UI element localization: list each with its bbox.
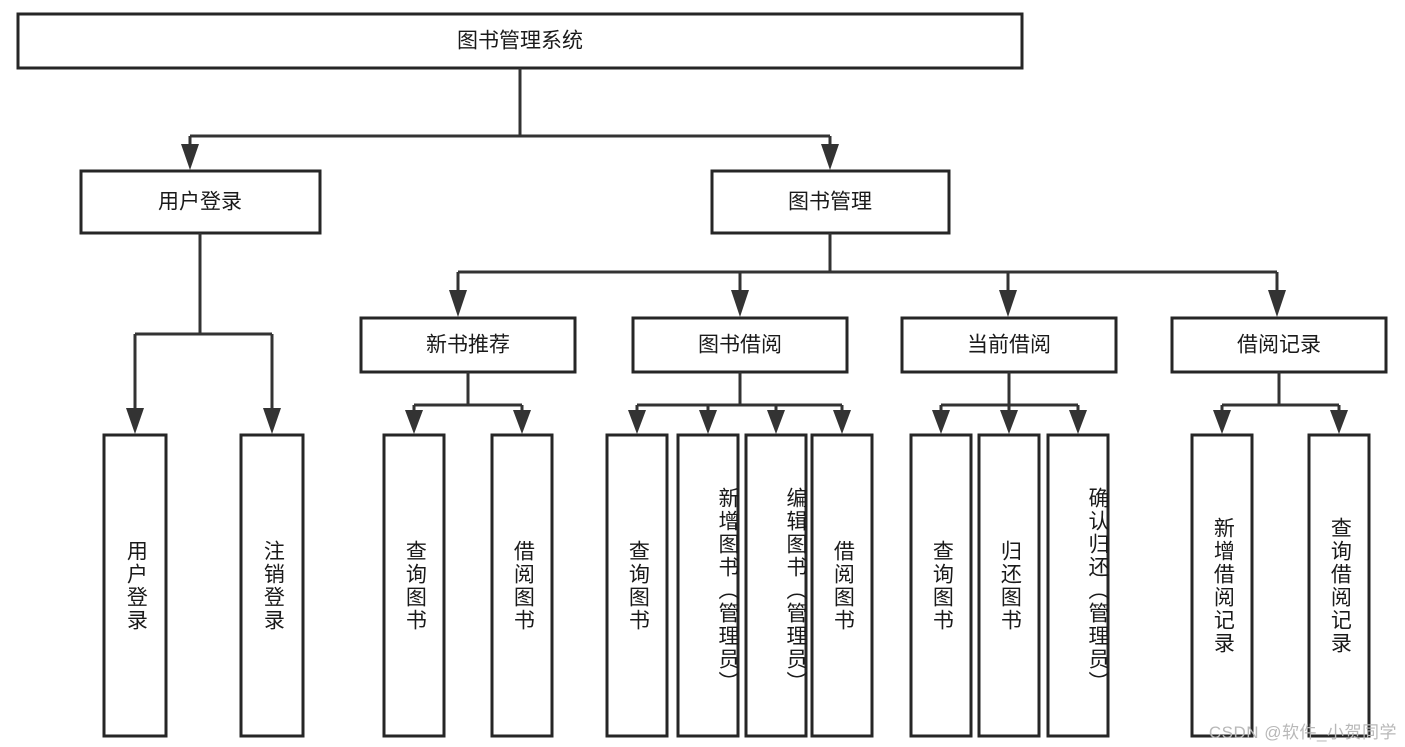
leaf-boxes: [102, 433, 1371, 738]
connector-root-to-level1: [181, 68, 839, 170]
arrow-head-icon: [821, 144, 839, 170]
arrow-head-icon: [767, 410, 785, 434]
node-new-book-recommend-label: 新书推荐: [426, 334, 510, 357]
node-root-label: 图书管理系统: [457, 30, 583, 53]
arrow-head-icon: [1330, 410, 1348, 434]
arrow-head-icon: [1213, 410, 1231, 434]
leaf-add-book-rect[interactable]: [676, 433, 740, 738]
node-root[interactable]: 图书管理系统: [16, 12, 1024, 70]
arrow-head-icon: [628, 410, 646, 434]
arrow-head-icon: [1268, 290, 1286, 317]
node-borrow-record-label: 借阅记录: [1237, 334, 1321, 357]
arrow-head-icon: [999, 290, 1017, 317]
connector-new-book-recommend-to-leaves: [405, 372, 531, 434]
node-user-login[interactable]: 用户登录: [79, 169, 322, 235]
node-book-management[interactable]: 图书管理: [710, 169, 951, 235]
leaf-query-record-rect[interactable]: [1307, 433, 1371, 738]
arrow-head-icon: [932, 410, 950, 434]
arrow-head-icon: [181, 144, 199, 170]
leaf-user-login-rect[interactable]: [102, 433, 168, 738]
node-current-borrow-label: 当前借阅: [967, 334, 1051, 357]
node-new-book-recommend[interactable]: 新书推荐: [359, 316, 577, 374]
connector-book-management-to-level2: [449, 233, 1286, 317]
node-current-borrow-rect: [900, 316, 1118, 374]
leaf-query-book-3-rect[interactable]: [909, 433, 973, 738]
node-user-login-rect: [79, 169, 322, 235]
leaf-confirm-return-rect[interactable]: [1046, 433, 1110, 738]
node-root-rect: [16, 12, 1024, 70]
csdn-watermark: CSDN @软件_小贺同学: [1208, 723, 1397, 742]
leaf-edit-book-rect[interactable]: [744, 433, 808, 738]
leaf-query-book-2-rect[interactable]: [605, 433, 669, 738]
arrow-head-icon: [1000, 410, 1018, 434]
node-book-borrow-label: 图书借阅: [698, 334, 782, 357]
arrow-head-icon: [833, 410, 851, 434]
leaf-add-record-rect[interactable]: [1190, 433, 1254, 738]
node-user-login-label: 用户登录: [158, 191, 242, 214]
connector-current-borrow-to-leaves: [932, 372, 1087, 434]
arrow-head-icon: [405, 410, 423, 434]
leaf-borrow-book-1-rect[interactable]: [490, 433, 554, 738]
node-book-management-label: 图书管理: [788, 191, 872, 214]
leaf-logout-rect[interactable]: [239, 433, 305, 738]
connector-book-borrow-to-leaves: [628, 372, 851, 434]
leaf-borrow-book-2-rect[interactable]: [810, 433, 874, 738]
leaf-query-book-1-rect[interactable]: [382, 433, 446, 738]
arrow-head-icon: [513, 410, 531, 434]
arrow-head-icon: [699, 410, 717, 434]
node-current-borrow[interactable]: 当前借阅: [900, 316, 1118, 374]
arrow-head-icon: [449, 290, 467, 317]
arrow-head-icon: [126, 408, 144, 434]
arrow-head-icon: [263, 408, 281, 434]
arrow-head-icon: [1069, 410, 1087, 434]
leaf-return-book-rect[interactable]: [977, 433, 1041, 738]
node-book-borrow[interactable]: 图书借阅: [631, 316, 849, 374]
node-borrow-record[interactable]: 借阅记录: [1170, 316, 1388, 374]
node-new-book-recommend-rect: [359, 316, 577, 374]
connector-user-login-to-leaves: [126, 233, 281, 434]
arrow-head-icon: [731, 290, 749, 317]
connector-borrow-record-to-leaves: [1213, 372, 1348, 434]
